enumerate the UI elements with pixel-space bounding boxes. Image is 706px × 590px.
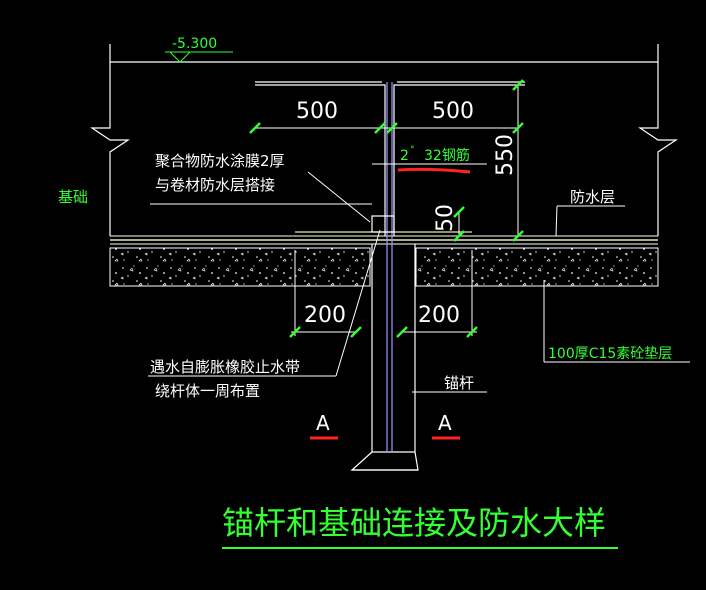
- rebar-degree: °: [410, 145, 415, 155]
- waterstop: [371, 215, 395, 233]
- section-mark-right: A: [432, 411, 460, 440]
- foundation-outline: [90, 44, 678, 236]
- membrane-label-line1: 聚合物防水涂膜2厚: [155, 152, 285, 170]
- rebars: [255, 81, 525, 236]
- rebar-spec: 32钢筋: [424, 147, 470, 164]
- dim-height-50: 50: [433, 204, 458, 232]
- dim-height-550: 550: [493, 134, 518, 176]
- dim-bottom-left: 200: [304, 303, 346, 328]
- dimension-ticks: [249, 79, 524, 338]
- elevation-value: -5.300: [172, 36, 217, 52]
- section-mark-left: A: [310, 411, 338, 440]
- rebar-label: 2 ° 32钢筋: [397, 145, 471, 174]
- dimension-lines: [255, 85, 519, 336]
- waterproof-layer-label: 防水层: [570, 188, 615, 206]
- waterstop-label-line2: 绕杆体一周布置: [155, 382, 260, 400]
- dim-top-right: 500: [432, 99, 474, 124]
- rebar-qty: 2: [400, 148, 409, 164]
- section-right-letter: A: [438, 411, 452, 435]
- concrete-cushion: [109, 247, 659, 287]
- anchor-label: 锚杆: [444, 374, 474, 392]
- drawing-title: 锚杆和基础连接及防水大样: [222, 504, 606, 542]
- cushion-label: 100厚C15素砼垫层: [548, 346, 672, 362]
- elevation-mark: -5.300: [165, 36, 233, 63]
- membrane-label-line2: 与卷材防水层搭接: [155, 176, 275, 194]
- waterproof-layers: [110, 231, 658, 245]
- section-left-letter: A: [316, 411, 330, 435]
- anchor-rod: [350, 82, 419, 471]
- dim-top-left: 500: [296, 99, 338, 124]
- leader-lines: [148, 163, 690, 393]
- foundation-label: 基础: [58, 188, 88, 206]
- waterstop-label-line1: 遇水自膨胀橡胶止水带: [150, 358, 300, 376]
- dim-bottom-right: 200: [418, 303, 460, 328]
